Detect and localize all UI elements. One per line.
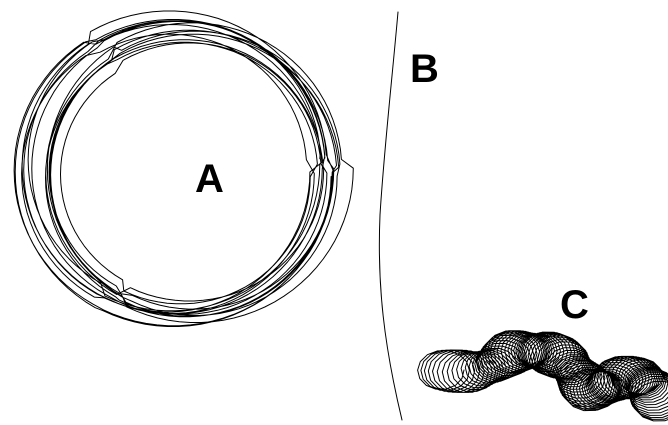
panel-a: A	[14, 11, 353, 327]
panel-a-label: A	[195, 157, 224, 201]
panel-b-label: B	[410, 47, 439, 91]
panel-c-label: C	[560, 283, 589, 327]
panel-b-trajectory	[379, 12, 402, 420]
panel-a-trajectory	[14, 11, 353, 327]
panel-c: C	[418, 283, 668, 421]
panel-c-trajectory	[418, 331, 668, 421]
